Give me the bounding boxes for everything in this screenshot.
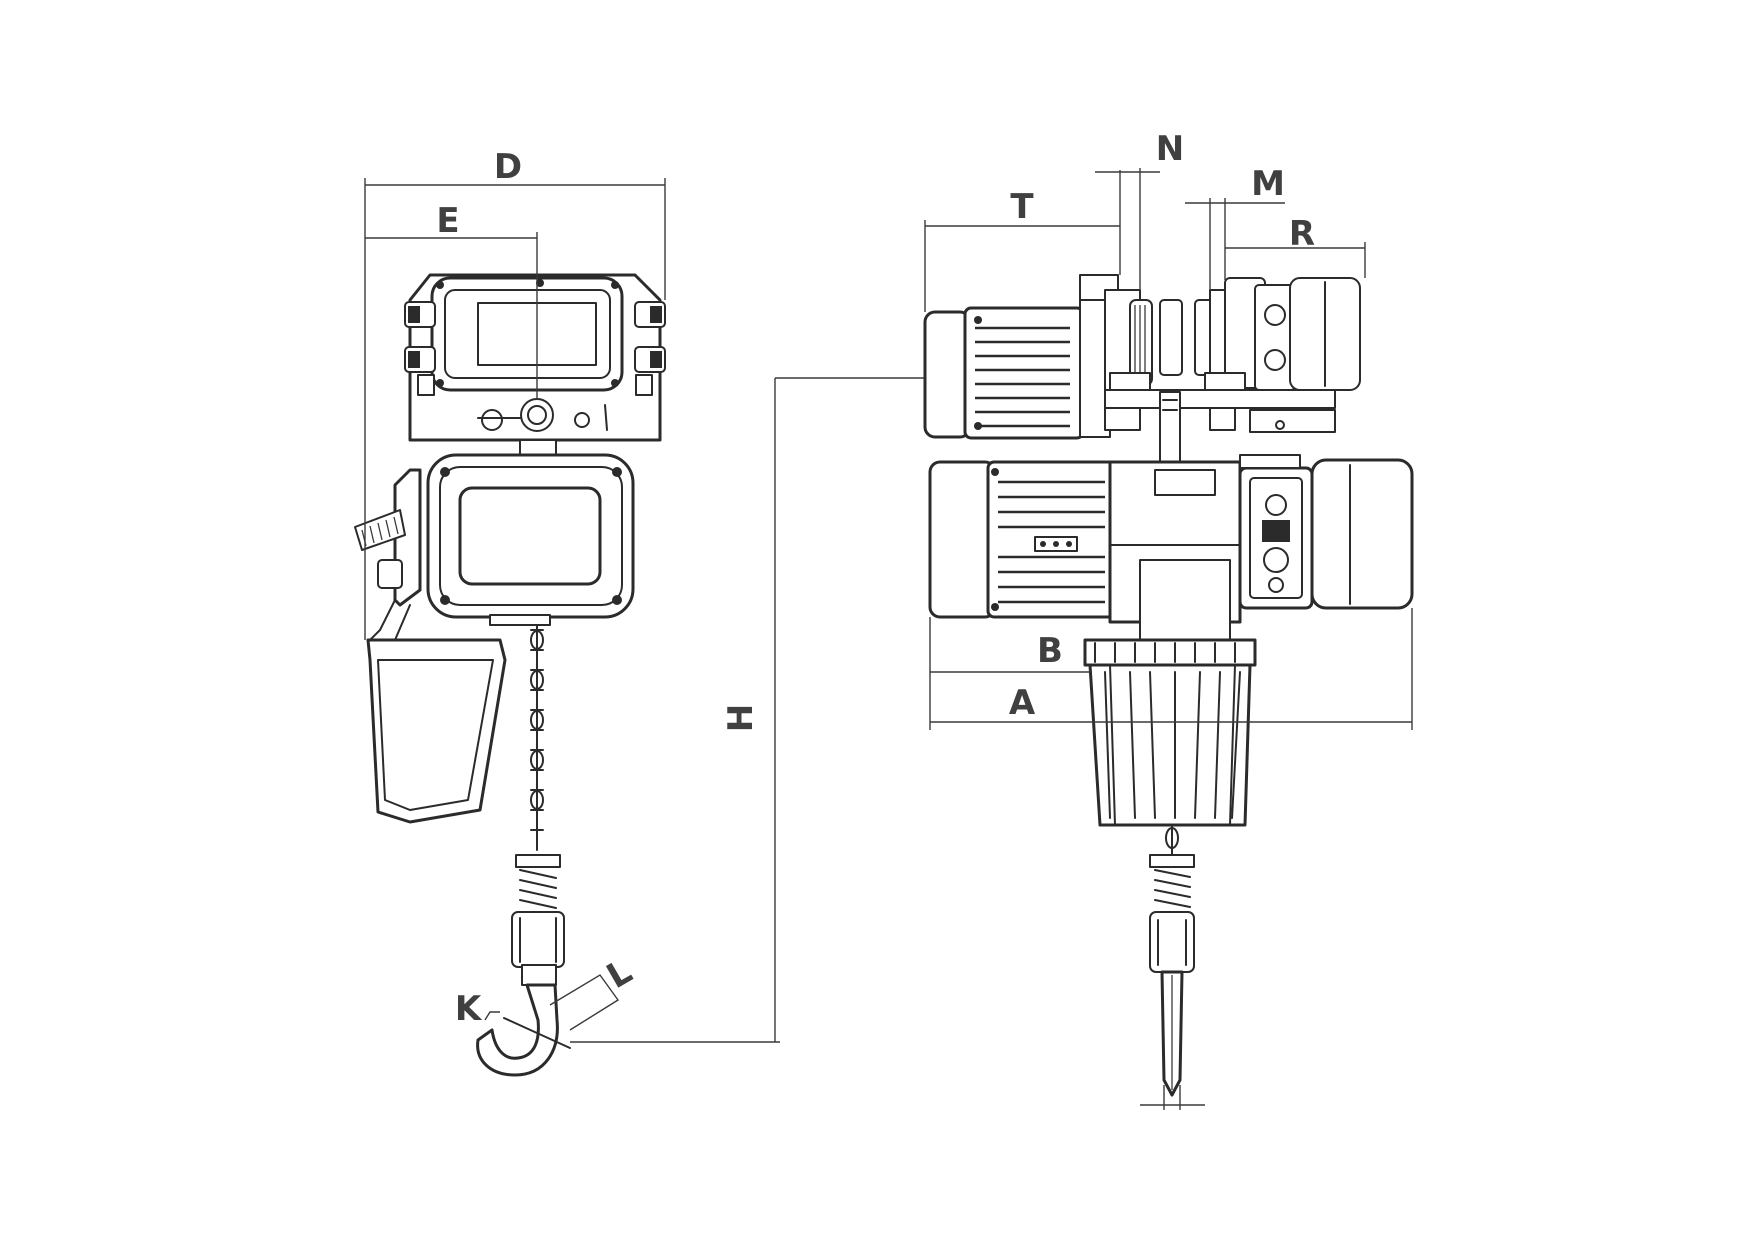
side-chain [530,624,544,851]
side-trolley [404,273,666,459]
label-R: R [1289,214,1315,254]
dimension-E: E [365,201,538,400]
front-hoist-motor [928,460,1120,619]
dimension-T: T [924,170,1121,312]
dimension-R: R [1225,214,1366,278]
front-view: T N M R B A [923,129,1414,1110]
label-T: T [1010,187,1034,227]
dimension-B: B [929,617,1090,730]
label-M: M [1251,164,1285,204]
side-hook-block [476,854,571,1077]
dimension-D: D [364,147,666,640]
label-H: H [721,704,761,732]
side-chain-bucket [366,638,507,824]
front-trolley-frame [1104,277,1361,463]
trolley-motor-fins [975,326,1070,428]
label-K: K [455,989,483,1029]
dimension-M: M [1185,164,1285,290]
label-A: A [1009,683,1036,723]
side-view: K L D E [354,147,666,1077]
dimension-N: N [1095,129,1184,290]
front-trolley-motor [923,274,1119,440]
front-hook-width-mark [1140,1085,1205,1110]
label-B: B [1037,631,1063,671]
front-hoist-gearbox [1108,460,1242,651]
dimension-A: A [930,608,1413,730]
front-control-box [1238,454,1414,610]
dimension-H: H [570,377,1000,1043]
label-L: L [600,951,639,996]
label-E: E [436,201,459,241]
label-N: N [1156,129,1184,169]
front-chain-hook [1149,824,1195,1097]
hoist-motor-fins [998,480,1105,604]
label-D: D [494,147,522,187]
front-chain-bag [1083,638,1257,827]
side-hoist-body [354,453,635,641]
